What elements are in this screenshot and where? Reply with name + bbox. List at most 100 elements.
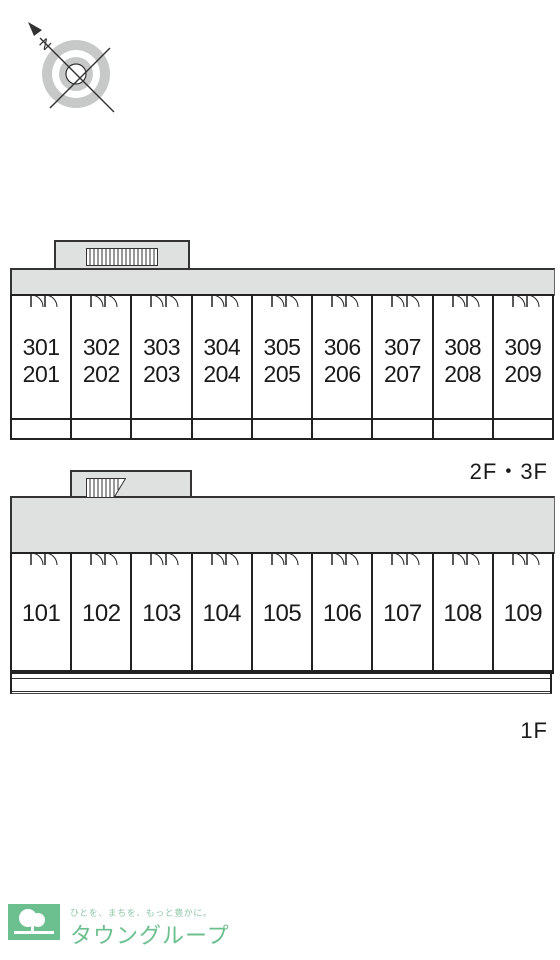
door-icon — [164, 294, 179, 308]
door-icon — [271, 552, 285, 566]
door-icon — [285, 552, 299, 566]
balcony-line — [132, 670, 191, 672]
door-icon — [150, 552, 164, 566]
room-number-bottom: 202 — [82, 361, 120, 387]
balcony — [10, 674, 552, 694]
door-icon — [30, 552, 44, 566]
room-number: 105 — [253, 600, 311, 627]
door-icon — [526, 552, 540, 566]
room-unit: 103 — [132, 552, 193, 674]
door-icon — [44, 294, 58, 308]
room-number-bottom: 209 — [504, 361, 542, 387]
stairs-icon — [86, 248, 158, 266]
room-number-top: 303 — [143, 334, 180, 360]
room-number-top: 304 — [203, 334, 241, 360]
room-number: 107 — [373, 600, 431, 627]
door-icon — [210, 294, 225, 308]
room-unit: 108 — [433, 552, 494, 674]
door-icon — [405, 552, 420, 566]
room-number: 106 — [313, 600, 371, 627]
room-number: 108 — [434, 600, 492, 627]
room-number-top: 306 — [323, 334, 361, 360]
door-icon — [90, 552, 104, 566]
room-number: 101 — [12, 600, 70, 627]
door-icon — [210, 552, 225, 566]
balcony-line — [493, 670, 552, 672]
room-number: 109 — [494, 600, 552, 627]
door-icon — [331, 294, 345, 308]
balcony-line — [72, 418, 131, 420]
house-tree-logo-icon — [8, 904, 60, 940]
room-number: 103 — [132, 600, 190, 627]
balcony-line — [433, 670, 492, 672]
door-icon — [150, 294, 164, 308]
door-icon — [331, 552, 345, 566]
balcony-line — [192, 670, 251, 672]
door-icon — [104, 294, 118, 308]
balcony-line — [12, 670, 71, 672]
door-icon — [451, 294, 466, 308]
compass-icon: N — [28, 22, 115, 113]
room-number-bottom: 204 — [203, 361, 241, 387]
door-icon — [345, 294, 359, 308]
door-icon — [526, 294, 540, 308]
door-icon — [451, 552, 466, 566]
logo-name: タウングループ — [70, 923, 230, 948]
floor-label-2f-3f: 2F・3F — [469, 459, 548, 484]
stairs-icon — [86, 478, 126, 498]
room-unit: 109 — [493, 552, 554, 674]
balcony-line — [373, 418, 432, 420]
balcony-line — [373, 670, 432, 672]
room-number-bottom: 205 — [263, 361, 301, 387]
room-number-bottom: 203 — [143, 361, 180, 387]
room-number-top: 302 — [82, 334, 120, 360]
room-number-top: 307 — [383, 334, 421, 360]
door-icon — [90, 294, 104, 308]
door-icon — [164, 552, 179, 566]
room-number-bottom: 206 — [323, 361, 361, 387]
balcony-line — [313, 670, 372, 672]
room-unit: 105 — [252, 552, 314, 674]
corridor — [10, 268, 555, 296]
room-number-bottom: 208 — [444, 361, 482, 387]
room-unit: 104 — [192, 552, 253, 674]
door-icon — [391, 552, 405, 566]
door-icon — [225, 294, 239, 308]
room-number-top: 105 — [262, 600, 302, 627]
logo-tagline: ひとを、まちを、もっと豊かに。 — [70, 908, 213, 918]
floor-label-1f: 1F — [520, 718, 548, 743]
balcony-line — [72, 670, 131, 672]
door-icon — [466, 552, 480, 566]
room-number-bottom: 201 — [22, 361, 60, 387]
balcony-line — [493, 418, 552, 420]
door-icon — [405, 294, 420, 308]
balcony-line — [313, 418, 372, 420]
door-icon — [512, 552, 526, 566]
balcony-line — [252, 670, 312, 672]
door-icon — [466, 294, 480, 308]
company-logo: ひとを、まちを、もっと豊かに。 タウングループ — [8, 900, 268, 950]
room-number-top: 102 — [82, 600, 121, 627]
door-icon — [225, 552, 239, 566]
door-icon — [271, 294, 285, 308]
balcony-line — [12, 418, 71, 420]
room-number-top: 109 — [503, 600, 543, 627]
room-unit: 106 — [313, 552, 374, 674]
